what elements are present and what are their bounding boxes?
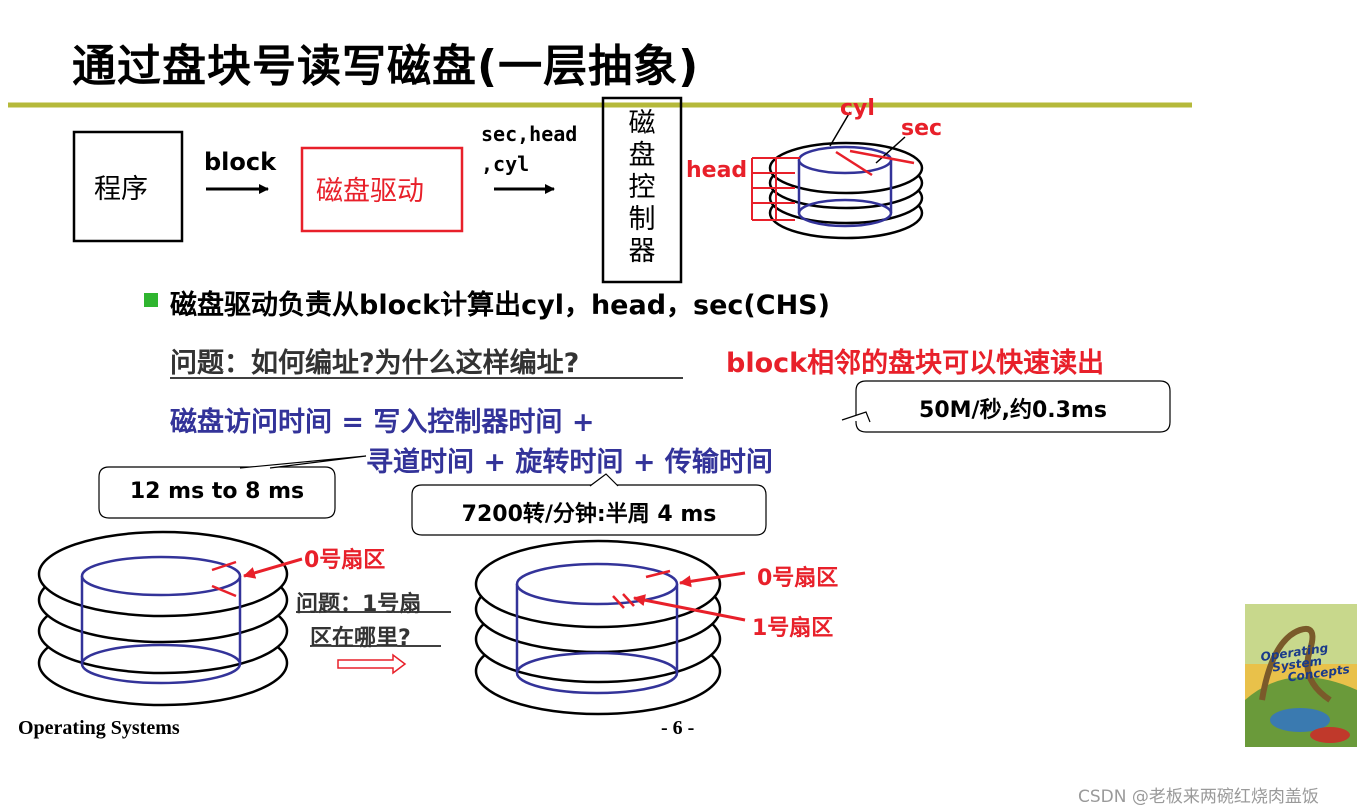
callout-rotation-text: 7200转/分钟:半周 4 ms: [461, 502, 717, 527]
program-box: [72, 130, 184, 243]
block-arrow-label: block: [204, 148, 277, 176]
right-sector0-label: 0号扇区: [757, 566, 839, 591]
formula-line2: 寻道时间 + 旋转时间 + 传输时间: [366, 447, 773, 478]
small-disk-stack: [751, 111, 924, 240]
callout-seek: [98, 466, 336, 519]
footer-course: Operating Systems: [18, 717, 180, 739]
middle-question-line1: 问题：1号扇: [296, 592, 422, 617]
right-disk-stack: [474, 539, 746, 716]
left-sector0-label: 0号扇区: [304, 548, 386, 573]
chs-label-line1: sec,head: [481, 122, 578, 146]
question-answer: block相邻的盘块可以快速读出: [726, 348, 1105, 379]
cyl-label: cyl: [840, 96, 875, 121]
controller-label: 磁 盘 控 制 器: [628, 108, 656, 267]
driver-label: 磁盘驱动: [316, 176, 424, 207]
book-cover-image: [1245, 604, 1357, 747]
callout-rotation: [411, 484, 767, 536]
driver-box: [300, 146, 464, 233]
sec-label: sec: [901, 116, 943, 141]
square-bullet-icon: [144, 293, 158, 307]
program-label: 程序: [94, 174, 148, 205]
formula-line1: 磁盘访问时间 = 写入控制器时间 +: [170, 407, 595, 438]
chs-label-line2: ,cyl: [481, 152, 530, 176]
slide-title: 通过盘块号读写磁盘(一层抽象): [72, 41, 700, 92]
controller-box: [601, 96, 683, 284]
callout-transfer-text: 50M/秒,约0.3ms: [919, 398, 1107, 423]
head-label: head: [686, 158, 748, 183]
watermark: CSDN @老板来两碗红烧肉盖饭: [1078, 787, 1319, 807]
middle-question-line2: 区在哪里?: [310, 626, 411, 651]
question-text: 问题：如何编址?为什么这样编址?: [170, 348, 580, 379]
callout-seek-text: 12 ms to 8 ms: [129, 479, 305, 504]
bullet-text: 磁盘驱动负责从block计算出cyl，head，sec(CHS): [170, 290, 830, 321]
right-sector1-label: 1号扇区: [752, 616, 834, 641]
page-number: - 6 -: [661, 717, 695, 739]
callout-transfer: [855, 380, 1171, 433]
left-disk-stack: [37, 530, 303, 707]
hollow-arrow-icon: [337, 653, 407, 675]
